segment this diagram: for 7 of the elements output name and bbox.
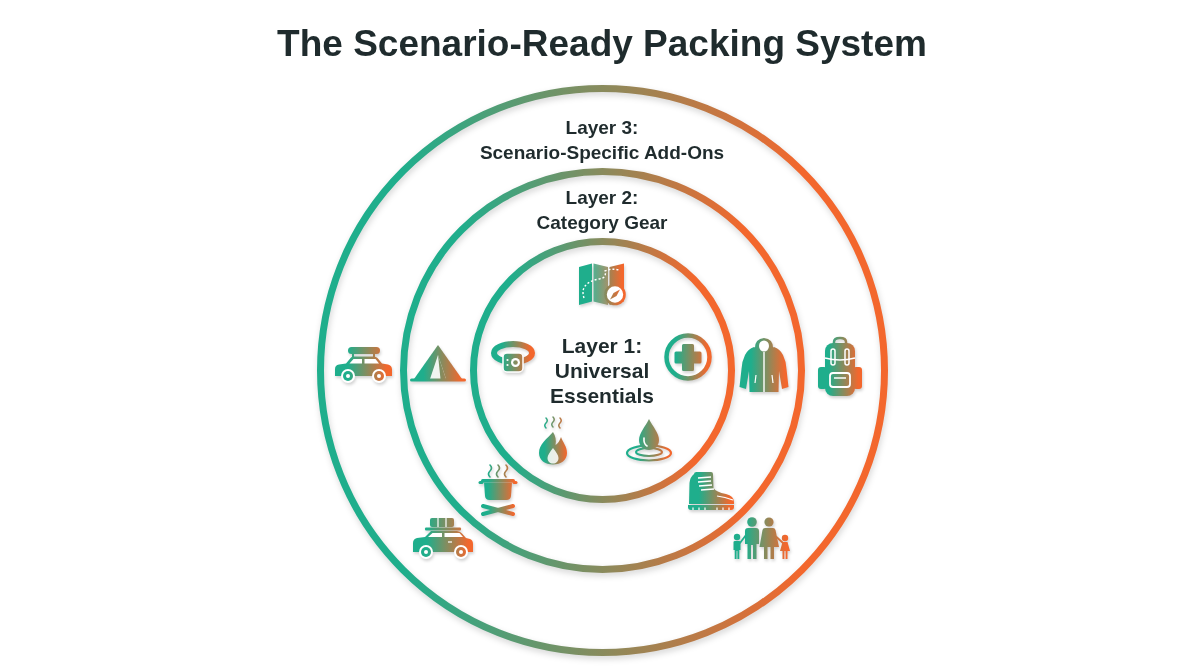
layer-number: Layer 2: — [565, 185, 639, 210]
layer-number: Layer 3: — [565, 115, 639, 140]
layer-number: Layer 1: — [561, 332, 643, 358]
layer-name: Category Gear — [536, 210, 668, 235]
layer-name: Scenario-Specific Add-Ons — [479, 140, 725, 165]
layer-name: Universal Essentials — [549, 357, 655, 408]
diagram-title: The Scenario-Ready Packing System — [277, 22, 927, 66]
